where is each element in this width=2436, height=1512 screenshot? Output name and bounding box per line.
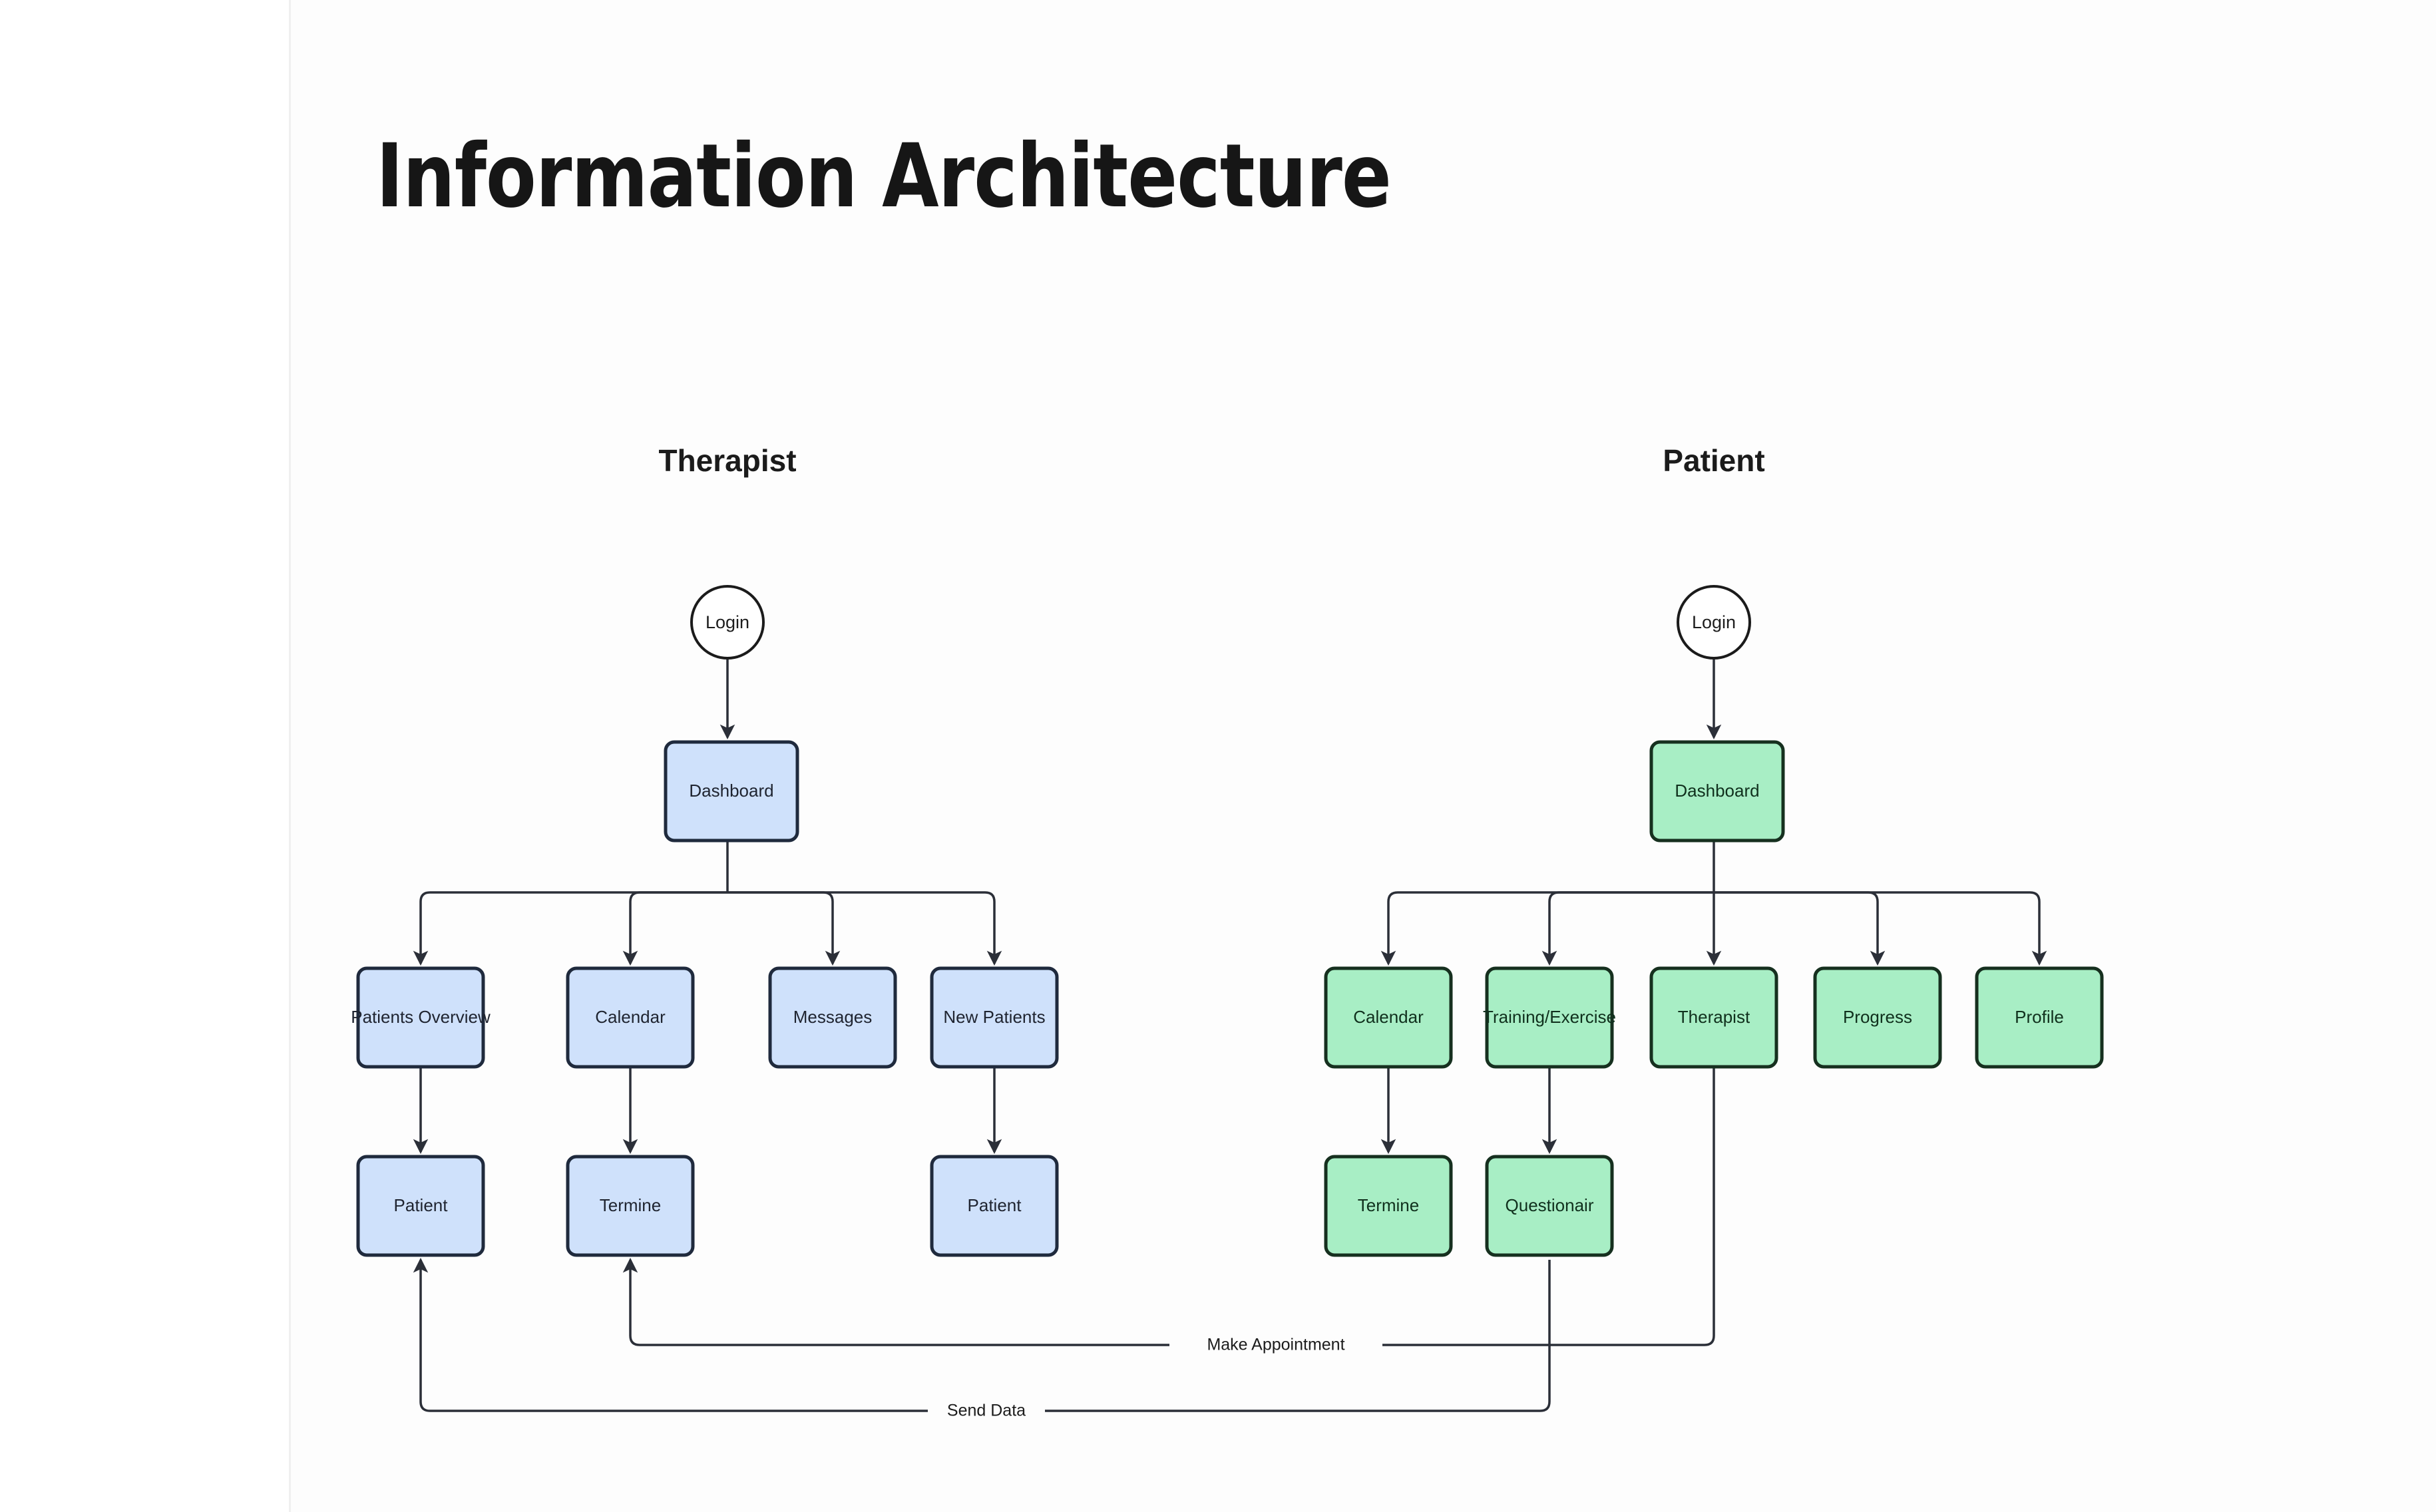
node-shape-circle xyxy=(690,585,765,660)
node-label-patient-profile: Profile xyxy=(2015,1007,2064,1027)
page-title: Information Architecture xyxy=(376,125,1392,228)
node-patient-profile[interactable]: Profile xyxy=(1975,966,2104,1069)
node-shape-rect xyxy=(930,1155,1059,1257)
node-label-therapist-dashboard: Dashboard xyxy=(689,781,773,801)
edge-therapist-dashboard-patients-overview xyxy=(413,891,727,966)
node-shape-rect xyxy=(1813,966,1942,1069)
node-label-new-patients: New Patients xyxy=(943,1007,1045,1027)
edge-label-send-data-group: Send Data xyxy=(928,1400,1045,1423)
edge-therapist-dashboard-new-patients xyxy=(727,891,1002,966)
node-shape-rect xyxy=(356,966,485,1069)
edge-label-make-appointment: Make Appointment xyxy=(1207,1336,1344,1354)
node-patient-progress[interactable]: Progress xyxy=(1813,966,1942,1069)
node-therapist-messages[interactable]: Messages xyxy=(768,966,897,1069)
node-patient-questionair[interactable]: Questionair xyxy=(1485,1155,1614,1257)
node-shape-rect xyxy=(1649,740,1785,843)
column-title-therapist: Therapist xyxy=(658,443,797,478)
node-label-therapist-login: Login xyxy=(706,612,749,632)
node-therapist-patient[interactable]: Patient xyxy=(356,1155,485,1257)
edge-therapist-dashboard-calendar xyxy=(622,891,727,966)
node-shape-rect xyxy=(1649,966,1778,1069)
node-therapist-login[interactable]: Login xyxy=(690,585,765,660)
node-shape-rect xyxy=(768,966,897,1069)
node-patient-calendar[interactable]: Calendar xyxy=(1324,966,1453,1069)
node-label-therapist-patient: Patient xyxy=(394,1195,449,1215)
node-shape-rect xyxy=(930,966,1059,1069)
node-label-training-exercise: Training/Exercise xyxy=(1483,1007,1616,1027)
node-shape-circle xyxy=(1677,585,1751,660)
edge-patient-dashboard-calendar xyxy=(1380,891,1714,966)
node-label-patient-login: Login xyxy=(1692,612,1736,632)
node-label-patients-overview: Patients Overview xyxy=(351,1007,491,1027)
node-therapist-patients-overview[interactable]: Patients Overview xyxy=(351,966,491,1069)
node-label-patient-calendar: Calendar xyxy=(1353,1007,1424,1027)
node-therapist-new-patients[interactable]: New Patients xyxy=(930,966,1059,1069)
node-label-patient-dashboard: Dashboard xyxy=(1675,781,1759,801)
node-label-therapist-termine: Termine xyxy=(600,1195,661,1215)
node-shape-rect xyxy=(1324,1155,1453,1257)
edge-patient-dashboard-profile xyxy=(1714,891,2047,966)
node-label-patient-termine: Termine xyxy=(1358,1195,1419,1215)
node-patient-termine[interactable]: Termine xyxy=(1324,1155,1453,1257)
node-label-patient-questionair: Questionair xyxy=(1506,1195,1594,1215)
patient-edges xyxy=(1380,658,2047,1155)
node-label-therapist-calendar: Calendar xyxy=(595,1007,666,1027)
node-shape-rect xyxy=(1485,966,1614,1069)
node-label-therapist-patient-2: Patient xyxy=(968,1195,1022,1215)
edge-therapist-dashboard-messages xyxy=(727,891,841,966)
left-margin-divider xyxy=(0,0,291,1512)
node-shape-rect xyxy=(566,966,695,1069)
node-label-therapist-messages: Messages xyxy=(793,1007,873,1027)
node-therapist-termine[interactable]: Termine xyxy=(566,1155,695,1257)
node-shape-rect xyxy=(1324,966,1453,1069)
node-shape-rect xyxy=(566,1155,695,1257)
node-patient-training-exercise[interactable]: Training/Exercise xyxy=(1483,966,1616,1069)
node-patient-login[interactable]: Login xyxy=(1677,585,1751,660)
node-therapist-dashboard[interactable]: Dashboard xyxy=(664,740,799,843)
node-therapist-calendar[interactable]: Calendar xyxy=(566,966,695,1069)
edge-label-make-appointment-group: Make Appointment xyxy=(1169,1334,1382,1358)
node-shape-rect xyxy=(356,1155,485,1257)
column-title-patient: Patient xyxy=(1663,443,1765,478)
edge-label-send-data: Send Data xyxy=(947,1402,1026,1420)
node-label-patient-therapist: Therapist xyxy=(1678,1007,1750,1027)
edge-patient-dashboard-training xyxy=(1541,891,1714,966)
node-shape-rect xyxy=(664,740,799,843)
edge-label-send-data-bg xyxy=(928,1400,1045,1423)
node-therapist-patient-2[interactable]: Patient xyxy=(930,1155,1059,1257)
node-shape-rect xyxy=(1975,966,2104,1069)
therapist-edges xyxy=(413,658,1002,1155)
node-label-patient-progress: Progress xyxy=(1843,1007,1912,1027)
node-patient-dashboard[interactable]: Dashboard xyxy=(1649,740,1785,843)
edge-patient-dashboard-progress xyxy=(1714,891,1886,966)
node-shape-rect xyxy=(1485,1155,1614,1257)
edge-label-make-appointment-bg xyxy=(1169,1334,1382,1358)
node-patient-therapist[interactable]: Therapist xyxy=(1649,966,1778,1069)
